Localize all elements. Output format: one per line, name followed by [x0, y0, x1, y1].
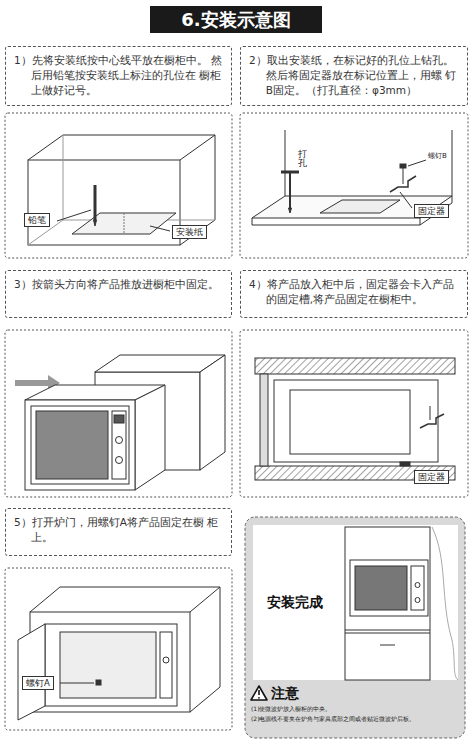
step-text: 3）按箭头方向将产品推放进橱柜中固定。: [6, 271, 231, 296]
callout-label: 固定器: [414, 470, 449, 484]
step-text: 1）先将安装纸按中心线平放在橱柜中。 然后用铅笔按安装纸上标注的孔位在 橱柜上做…: [6, 47, 231, 103]
notice-panel: 安装完成注意 (1)使微波炉放入橱柜的中央。 (2)电源线不要夹在炉角与家具底部之间…: [245, 517, 465, 738]
note-text: (2)电源线不要夹在炉角与家具底部之间或者贴近微波炉后板。: [251, 715, 459, 723]
step-box: 2）取出安装纸，在标记好的孔位上钻孔。 然后将固定器放在标记位置上，用螺 钉B固…: [240, 46, 468, 106]
step-text: 4）将产品放入柜中后，固定器会卡入产品 的固定槽,将产品固定在橱柜中。: [241, 271, 467, 311]
callout-label: 螺钉B: [428, 152, 447, 160]
step-text: 2）取出安装纸，在标记好的孔位上钻孔。 然后将固定器放在标记位置上，用螺 钉B固…: [241, 47, 467, 103]
status-heading: 安装完成: [267, 593, 323, 611]
step-box: 4）将产品放入柜中后，固定器会卡入产品 的固定槽,将产品固定在橱柜中。: [240, 270, 468, 318]
step-text: 5）打开炉门，用螺钉A将产品固定在橱 柜上。: [6, 509, 231, 549]
callout-label: 固定器: [414, 204, 449, 218]
callout-label: 打孔: [298, 150, 307, 169]
warning-heading: 注意: [271, 684, 299, 702]
title-banner: 6.安装示意图: [150, 6, 322, 33]
step-box: 1）先将安装纸按中心线平放在橱柜中。 然后用铅笔按安装纸上标注的孔位在 橱柜上做…: [5, 46, 232, 106]
note-text: (1)使微波炉放入橱柜的中央。: [251, 705, 459, 713]
step-box: 3）按箭头方向将产品推放进橱柜中固定。: [5, 270, 232, 318]
callout-label: 螺钉A: [22, 676, 54, 690]
callout-label: 铅笔: [24, 213, 50, 227]
step-box: 5）打开炉门，用螺钉A将产品固定在橱 柜上。: [5, 508, 232, 556]
callout-label: 安装纸: [172, 225, 207, 239]
